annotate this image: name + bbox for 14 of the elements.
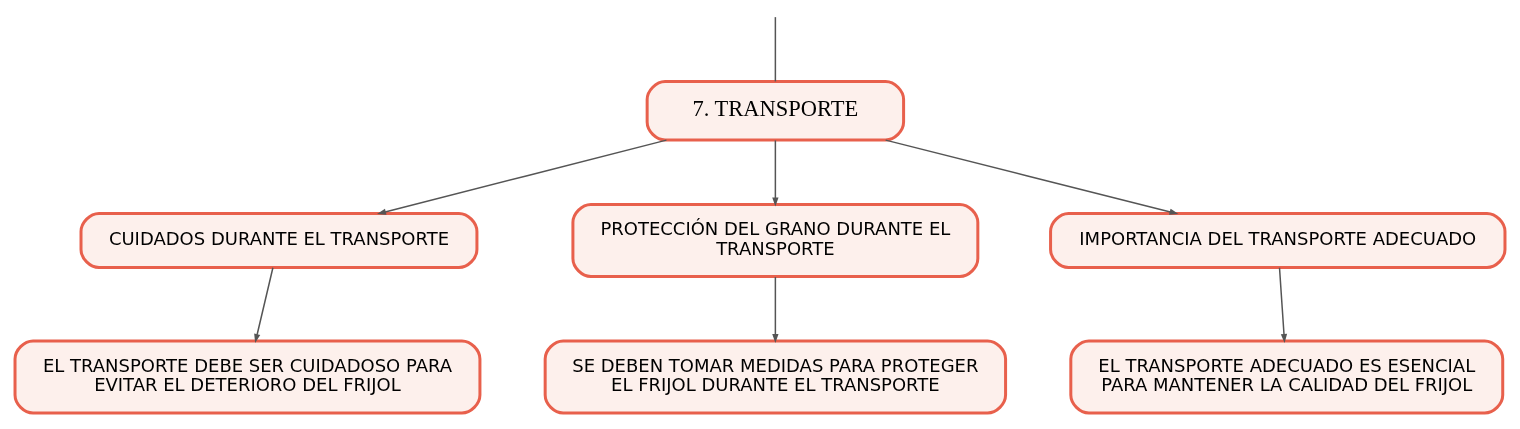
arrow [884,139,1179,215]
arrow [254,267,274,343]
node-box: CUIDADOS DURANTE EL TRANSPORTE [79,212,479,270]
node-box: PROTECCIÓN DEL GRANO DURANTE EL TRANSPORTE [571,203,980,279]
arrow [772,139,779,207]
arrow [1278,267,1288,343]
arrow [377,139,668,215]
node-box: IMPORTANCIA DEL TRANSPORTE ADECUADO [1049,212,1507,270]
node-box: EL TRANSPORTE ADECUADO ES ESENCIAL PARA MANTENER LA CALIDAD DEL FRIJOL [1069,339,1505,415]
arrow [772,276,779,343]
node-box: 7. TRANSPORTE [645,80,906,142]
node-box: SE DEBEN TOMAR MEDIDAS PARA PROTEGER EL FRIJOL DURANTE EL TRANSPORTE [543,339,1008,415]
connector [774,16,777,83]
node-box: EL TRANSPORTE DEBE SER CUIDADOSO PARA EVITAR EL DETERIORO DEL FRIJOL [13,339,482,415]
